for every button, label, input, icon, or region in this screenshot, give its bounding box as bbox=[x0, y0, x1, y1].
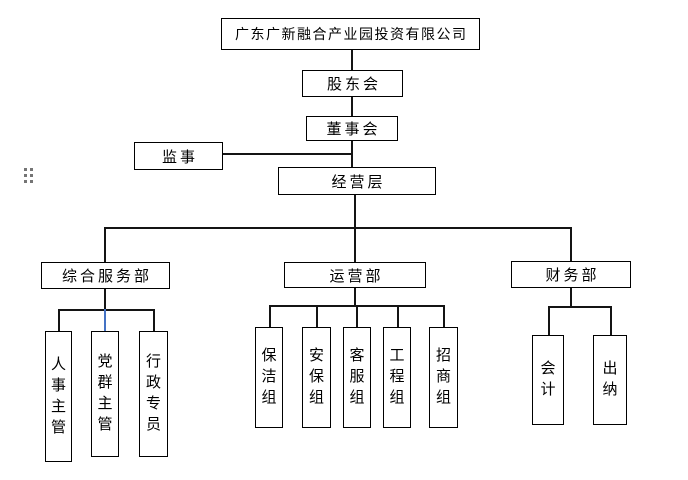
connector-drop-investment bbox=[443, 305, 445, 327]
node-dept-operations: 运营部 bbox=[284, 262, 426, 288]
node-engineering-group: 工程组 bbox=[383, 327, 411, 428]
node-supervisor: 监事 bbox=[134, 142, 223, 170]
node-management: 经营层 bbox=[278, 167, 436, 195]
connector-drop-operations bbox=[354, 227, 356, 262]
node-hr-supervisor: 人事主管 bbox=[45, 331, 72, 462]
drag-handle-icon[interactable] bbox=[24, 168, 33, 183]
node-label: 工程组 bbox=[389, 348, 405, 406]
connector-drop-security bbox=[316, 305, 318, 327]
node-label: 行政专员 bbox=[145, 354, 161, 433]
node-shareholders: 股东会 bbox=[302, 70, 403, 97]
connector-drop-accounting bbox=[548, 306, 550, 335]
node-label: 出纳 bbox=[602, 361, 618, 398]
node-board: 董事会 bbox=[306, 116, 398, 141]
node-customer-service-group: 客服组 bbox=[343, 327, 371, 428]
node-label: 保洁组 bbox=[261, 348, 277, 406]
connector-drop-general bbox=[104, 227, 106, 262]
connector-management-splitter bbox=[354, 195, 356, 228]
connector-general-stem bbox=[104, 289, 106, 310]
connector-drop-engineering bbox=[397, 305, 399, 327]
connector-general-splitter bbox=[58, 309, 154, 311]
connector-supervisor-branch bbox=[223, 153, 352, 155]
connector-drop-customer-service bbox=[356, 305, 358, 327]
connector-shareholders-board bbox=[351, 96, 353, 116]
node-admin-specialist: 行政专员 bbox=[139, 331, 168, 457]
node-label: 客服组 bbox=[349, 348, 365, 406]
node-label: 人事主管 bbox=[50, 356, 66, 436]
connector-drop-cashier bbox=[610, 306, 612, 335]
connector-drop-admin bbox=[153, 309, 155, 331]
connector-finance-splitter bbox=[548, 306, 610, 308]
node-company: 广东广新融合产业园投资有限公司 bbox=[221, 18, 480, 50]
connector-drop-cleaning bbox=[269, 305, 271, 327]
connector-operations-stem bbox=[354, 288, 356, 306]
connector-company-shareholders bbox=[351, 50, 353, 70]
connector-main-splitter bbox=[104, 227, 571, 229]
node-dept-general-services: 综合服务部 bbox=[41, 262, 170, 289]
node-security-group: 安保组 bbox=[302, 327, 331, 428]
node-dept-finance: 财务部 bbox=[511, 261, 631, 288]
node-label: 招商组 bbox=[435, 348, 451, 406]
connector-drop-party-accent bbox=[104, 309, 106, 331]
node-accounting: 会计 bbox=[532, 335, 564, 425]
node-party-supervisor: 党群主管 bbox=[91, 331, 119, 457]
connector-drop-finance bbox=[570, 227, 572, 261]
node-label: 安保组 bbox=[308, 348, 324, 406]
node-cashier: 出纳 bbox=[593, 335, 627, 425]
connector-drop-hr bbox=[58, 309, 60, 331]
node-label: 党群主管 bbox=[97, 354, 113, 433]
node-investment-group: 招商组 bbox=[429, 327, 458, 428]
node-cleaning-group: 保洁组 bbox=[255, 327, 283, 428]
connector-finance-stem bbox=[570, 288, 572, 307]
node-label: 会计 bbox=[540, 361, 556, 398]
